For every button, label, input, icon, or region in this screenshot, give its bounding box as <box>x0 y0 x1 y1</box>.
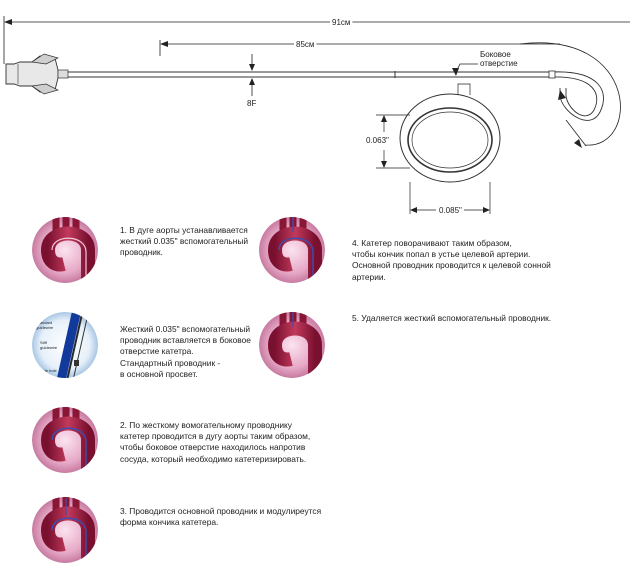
step6-illustration <box>259 312 325 378</box>
side-hole-label-line2: отверстие <box>480 59 518 68</box>
step5-illustration <box>259 217 325 283</box>
side-hole-label-line1: Боковое <box>480 50 511 59</box>
step1-text: 1. В дуге аорты устанавливается жесткий … <box>120 225 249 258</box>
dim-85-label: 85см <box>296 40 314 49</box>
step3-text: 3. Проводится основной проводник и модул… <box>120 506 322 528</box>
svg-text:guidewire: guidewire <box>36 325 54 330</box>
catheter-curved-tip <box>548 70 604 121</box>
step-closeup-text: Жесткий 0.035" вспомогательный проводник… <box>120 324 251 379</box>
step5-text: 5. Удаляется жесткий вспомогательный про… <box>352 313 552 323</box>
dim-91-label: 91см <box>332 18 350 27</box>
outer-diameter-label: 0.085" <box>439 206 462 215</box>
step3-illustration <box>32 407 98 473</box>
closeup-side-hole-label: Side hole <box>40 368 57 373</box>
closeup-standard-label: Standard <box>36 320 52 325</box>
step4-text: 4. Катетер поворачивают таким образом, ч… <box>352 238 551 282</box>
closeup-stiff-label: Stiff <box>40 340 48 345</box>
step2-text: 2. По жесткому вомогательному проводнику… <box>120 420 311 464</box>
step4-illustration <box>32 497 98 563</box>
step1-illustration <box>32 217 98 283</box>
inner-diameter-label: 0.063" <box>366 136 389 145</box>
catheter-shaft <box>68 71 552 78</box>
catheter-hub <box>5 53 69 95</box>
dim-curve-line <box>519 42 621 146</box>
size-label: 8F <box>247 99 256 108</box>
step2-closeup-illustration: Standard guidewire Stiff guidewire Side … <box>32 312 98 378</box>
svg-text:guidewire: guidewire <box>40 345 58 350</box>
catheter-cross-section <box>399 93 501 183</box>
